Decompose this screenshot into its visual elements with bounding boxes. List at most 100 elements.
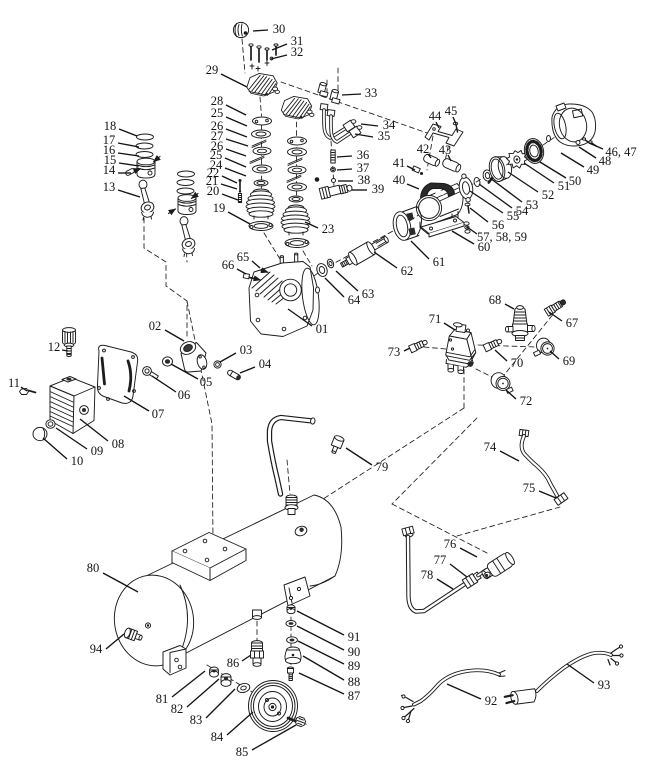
part-label-30: 30	[273, 22, 286, 36]
leader-line-09	[55, 427, 88, 450]
part-label-93: 93	[598, 678, 611, 692]
leader-line-80	[102, 572, 139, 593]
safety-valve-drawing	[543, 299, 567, 317]
leader-line-35	[354, 133, 374, 138]
leader-line-78	[436, 578, 454, 590]
part-label-13: 13	[103, 180, 116, 194]
part-label-06: 06	[178, 388, 191, 402]
part-label-71: 71	[429, 312, 442, 326]
leader-line-15	[118, 162, 140, 167]
check-valve-86-drawing	[250, 640, 264, 667]
valve-stack-1-drawing	[249, 116, 272, 187]
fitting-70-drawing	[482, 338, 503, 353]
leader-line-50	[539, 161, 567, 179]
leader-line-86	[241, 654, 252, 662]
cylinder-head-1-drawing	[246, 73, 280, 97]
part-label-09: 09	[91, 444, 104, 458]
leader-line-82	[186, 678, 220, 708]
leader-line-75	[538, 490, 557, 499]
part-label-54: 54	[516, 204, 529, 218]
breather-drawing	[62, 327, 76, 357]
part-label-66: 66	[222, 258, 235, 272]
power-cord-92-drawing	[400, 668, 506, 724]
part-label-39: 39	[372, 182, 385, 196]
part-label-35: 35	[378, 129, 391, 143]
part-label-90: 90	[348, 645, 361, 659]
part-label-10: 10	[71, 454, 84, 468]
head-screws-drawing	[248, 43, 279, 72]
pressure-switch-drawing	[445, 322, 477, 375]
part-label-01: 01	[316, 322, 329, 336]
part-label-50: 50	[569, 174, 582, 188]
part-label-74: 74	[484, 440, 497, 454]
leader-line-28	[225, 104, 247, 116]
leader-line-20	[221, 193, 239, 201]
leader-line-67	[548, 311, 563, 322]
valve-stack-2-drawing	[286, 136, 307, 203]
part-label-65: 65	[237, 250, 250, 264]
leader-line-73	[403, 347, 411, 352]
leader-line-56	[469, 207, 489, 223]
leader-line-18	[118, 128, 138, 137]
part-label-69: 69	[563, 354, 576, 368]
leader-line-42	[427, 153, 432, 159]
part-label-86: 86	[227, 656, 240, 670]
part-label-08: 08	[112, 437, 125, 451]
leader-line-19	[227, 211, 251, 225]
cylinder-2-drawing	[280, 204, 311, 248]
leader-line-76	[459, 547, 478, 558]
leader-line-01	[287, 308, 313, 327]
oil-plug-drawing	[19, 388, 56, 442]
regulator-drawing	[505, 305, 536, 341]
part-label-19: 19	[213, 201, 226, 215]
leader-line-32	[270, 54, 288, 60]
part-label-28: 28	[211, 94, 224, 108]
part-label-04: 04	[259, 357, 272, 371]
leader-line-71	[443, 322, 456, 331]
part-label-62: 62	[401, 264, 414, 278]
part-label-23: 23	[322, 222, 335, 236]
part-label-77: 77	[434, 553, 447, 567]
leader-line-72	[505, 389, 517, 400]
part-label-14: 14	[103, 163, 116, 177]
leader-line-13	[117, 189, 141, 198]
part-label-46-47: 46, 47	[605, 145, 636, 159]
discharge-pipe-drawing	[401, 525, 515, 614]
leader-line-29	[220, 73, 248, 88]
part-label-37: 37	[357, 161, 370, 175]
part-label-84: 84	[211, 730, 224, 744]
leader-line-21	[220, 183, 238, 190]
leader-line-70	[494, 349, 508, 362]
part-label-43: 43	[439, 143, 452, 157]
part-label-15: 15	[104, 153, 117, 167]
part-label-07: 07	[152, 407, 165, 421]
leader-line-43	[447, 154, 452, 162]
part-label-27: 27	[211, 129, 224, 143]
leader-line-03	[219, 352, 237, 363]
foot-hardware-drawing	[284, 604, 302, 681]
power-cord-93-drawing	[503, 644, 624, 705]
part-label-36: 36	[357, 148, 370, 162]
part-label-25: 25	[210, 148, 223, 162]
leader-line-68	[504, 303, 515, 310]
leader-line-26	[225, 148, 247, 157]
leader-line-07	[123, 395, 150, 412]
leader-line-94	[105, 633, 125, 650]
gauge-69-drawing	[533, 337, 555, 357]
part-label-81: 81	[156, 692, 169, 706]
leader-line-92	[446, 683, 482, 700]
leader-line-77	[449, 563, 468, 578]
leader-line-52	[507, 171, 539, 193]
capacitor-drawing	[411, 153, 462, 175]
leader-line-65	[251, 260, 261, 269]
leader-line-69	[549, 350, 560, 360]
part-label-63: 63	[362, 287, 375, 301]
leader-line-17	[117, 142, 140, 148]
crankshaft-drawing	[316, 235, 389, 277]
leader-line-02	[164, 329, 185, 342]
fitting-73-drawing	[408, 339, 428, 354]
valve-fitting-drawing	[314, 149, 353, 200]
piston-assembly-2-drawing	[167, 170, 199, 257]
